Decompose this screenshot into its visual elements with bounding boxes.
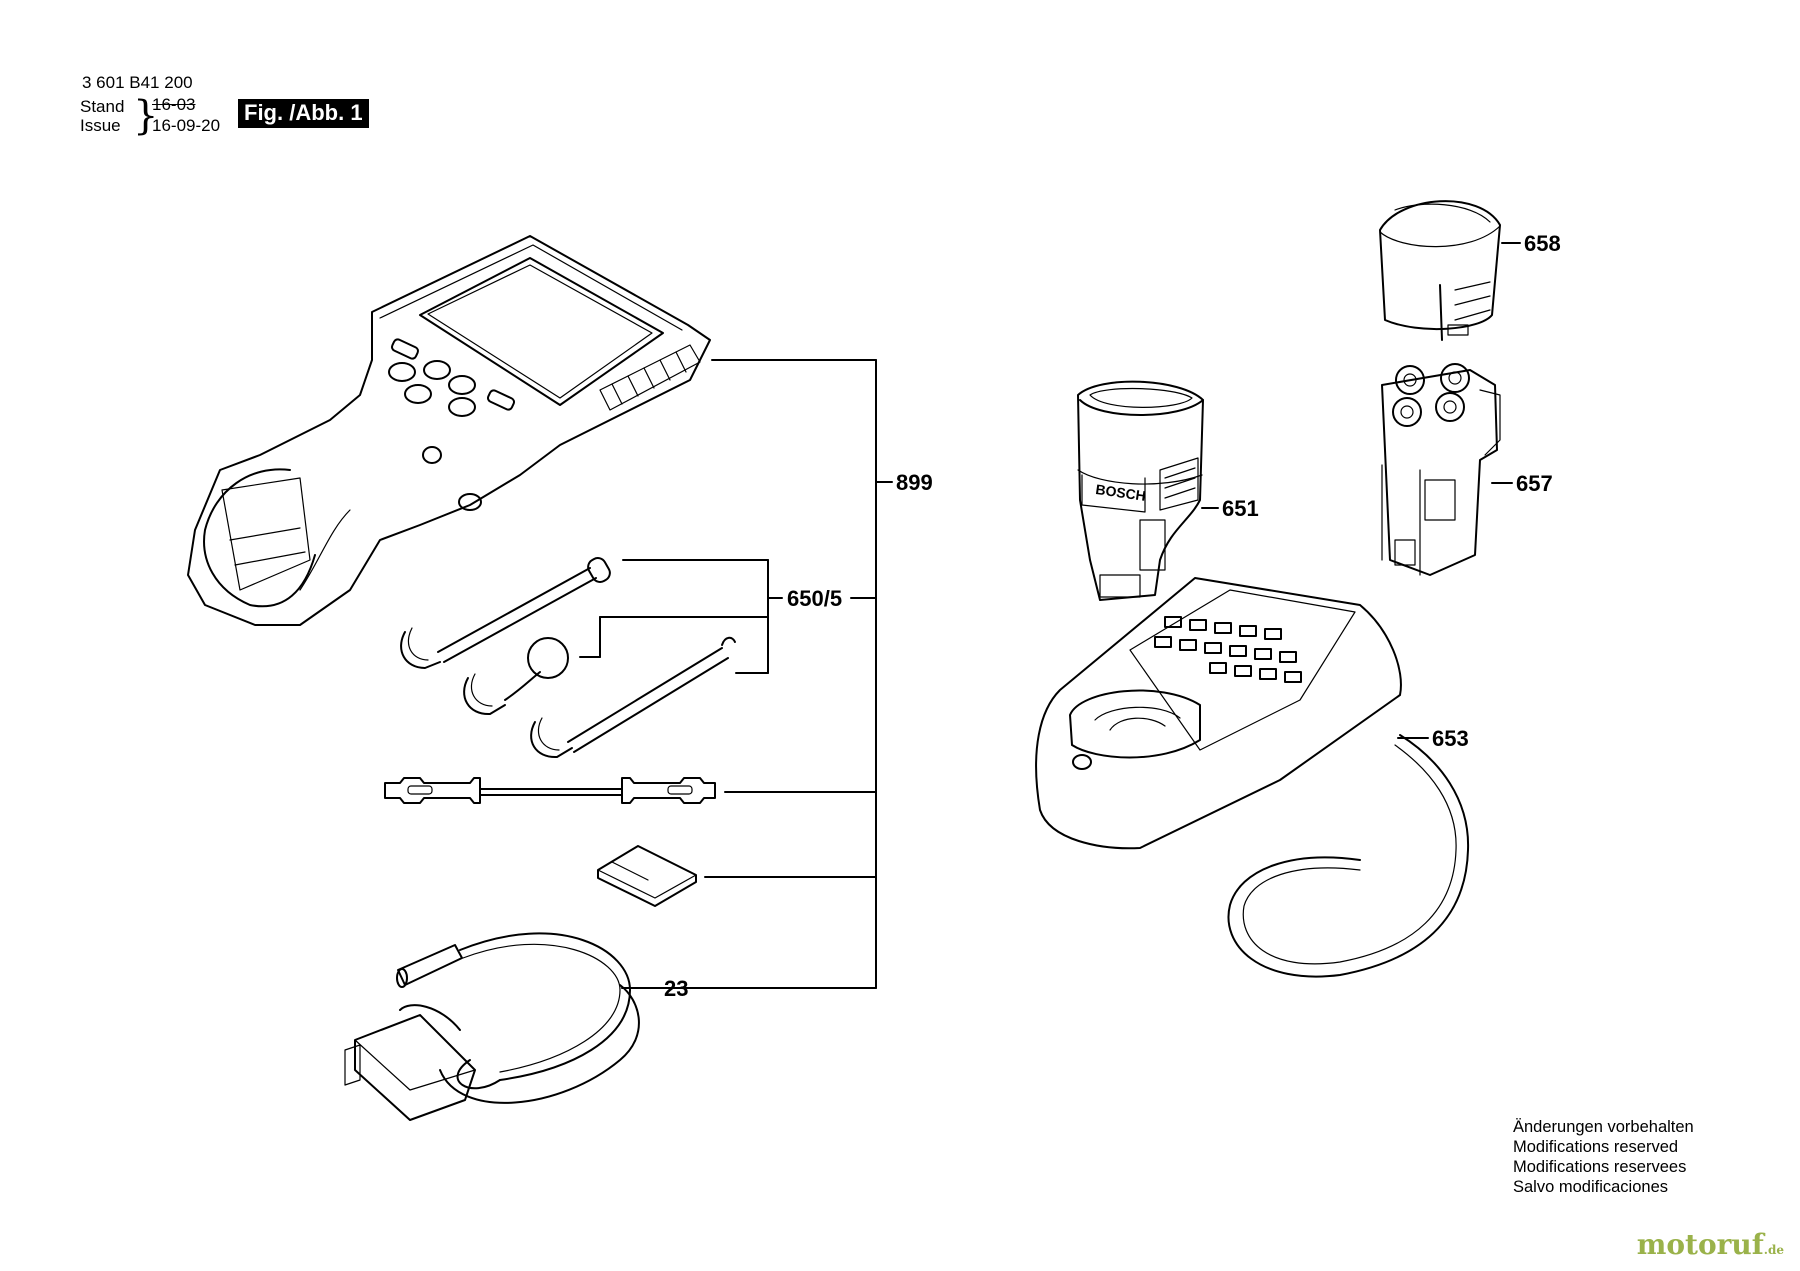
stand-date: 16-03 <box>152 95 196 114</box>
watermark-logo: motoruf.de <box>1637 1228 1784 1261</box>
watermark-suffix: .de <box>1763 1243 1784 1257</box>
aa-battery-adapter-drawing <box>1381 363 1501 576</box>
part-label-658: 658 <box>1524 231 1561 256</box>
part-label-657: 657 <box>1516 471 1553 496</box>
issue-label: Issue <box>80 116 121 135</box>
watermark-brand: motoruf <box>1636 1228 1764 1261</box>
brace-icon: } <box>133 93 159 139</box>
part-label-650-5: 650/5 <box>787 586 843 611</box>
notice-line-fr: Modifications reservees <box>1513 1158 1687 1176</box>
notice-line-es: Salvo modificaciones <box>1513 1178 1668 1196</box>
modification-notice: Änderungen vorbehalten Modifications res… <box>1513 1117 1694 1197</box>
part-label-653: 653 <box>1432 726 1469 751</box>
probe-set-drawing <box>400 557 736 759</box>
notice-line-en: Modifications reserved <box>1513 1138 1679 1156</box>
issue-date: 16-09-20 <box>152 116 221 135</box>
adapter-cable-drawing <box>344 932 640 1121</box>
part-number: 3 601 B41 200 <box>82 73 193 92</box>
battery-cap-drawing <box>1379 200 1501 341</box>
svg-text:BOSCH: BOSCH <box>1095 481 1147 504</box>
usb-cable-drawing <box>384 777 716 804</box>
charger-drawing <box>1035 577 1470 978</box>
stand-label: Stand <box>80 97 125 116</box>
part-label-651: 651 <box>1222 496 1259 521</box>
battery-drawing: BOSCH <box>1077 380 1204 601</box>
sd-card-drawing <box>597 845 697 907</box>
leader-lines <box>579 242 1521 989</box>
notice-line-de: Änderungen vorbehalten <box>1513 1118 1694 1136</box>
figure-label: Fig. /Abb. 1 <box>238 99 369 128</box>
part-label-23: 23 <box>664 976 689 1001</box>
part-label-899: 899 <box>896 470 933 495</box>
camera-housing-drawing <box>187 235 711 626</box>
